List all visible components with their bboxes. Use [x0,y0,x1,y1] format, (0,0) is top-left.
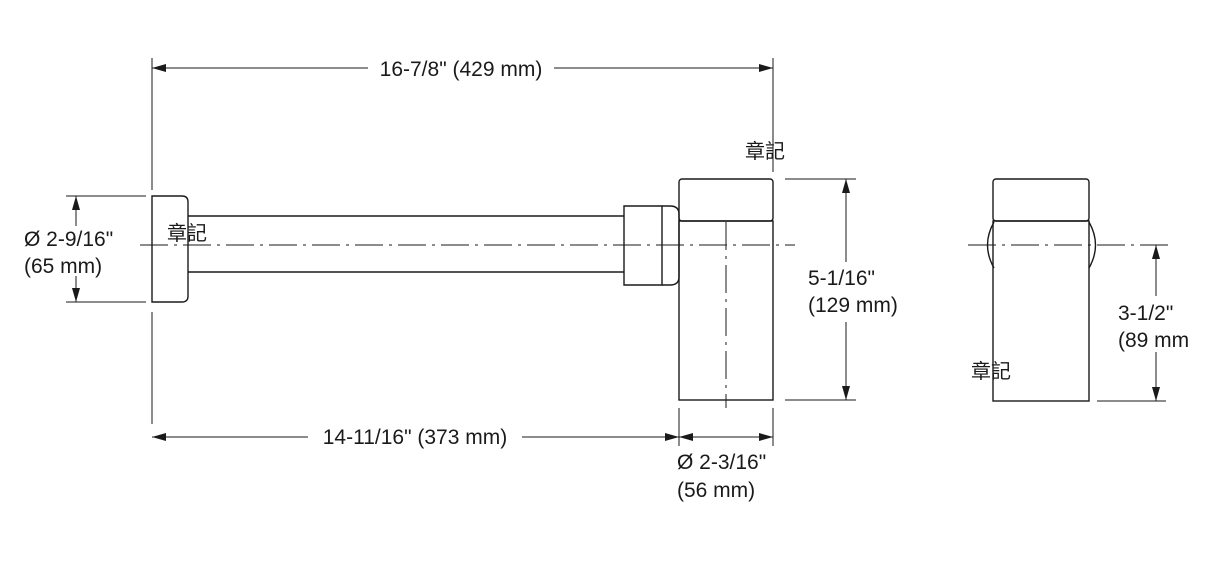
mark-top: 章記 [745,139,785,163]
end-view-cap [992,178,1090,222]
outlet-height-label-mm: (89 mm [1118,329,1189,352]
dim-flange-diameter: Ø 2-9/16" (65 mm) [24,195,146,303]
outlet-height-label-in: 3-1/2" [1118,302,1173,325]
trap-height-label-mm: (129 mm) [808,294,898,317]
dim-tube-length: 14-11/16" (373 mm) [152,408,774,450]
dim-outlet-height: 3-1/2" (89 mm [1097,245,1189,402]
outlet-stub-right [1088,221,1097,269]
side-view [140,178,795,408]
wall-flange [151,195,189,303]
dim-trap-height: 5-1/16" (129 mm) [785,178,898,401]
mark-end-view: 章記 [971,359,1011,383]
flange-diameter-label-mm: (65 mm) [24,255,102,278]
end-view-body [992,220,1090,402]
trap-height-label-in: 5-1/16" [808,267,875,290]
mark-flange: 章記 [167,221,207,245]
trap-diameter-label-in: Ø 2-3/16" [677,451,766,474]
trap-diameter-label-mm: (56 mm) [677,479,755,502]
trap-cap [678,178,774,222]
dim-overall-length: 16-7/8" (429 mm) [151,55,774,424]
flange-diameter-label-in: Ø 2-9/16" [24,228,113,251]
overall-length-label: 16-7/8" (429 mm) [380,58,543,81]
tube-length-label: 14-11/16" (373 mm) [323,426,507,449]
end-view [968,178,1168,402]
dim-trap-diameter: Ø 2-3/16" (56 mm) [677,433,773,502]
